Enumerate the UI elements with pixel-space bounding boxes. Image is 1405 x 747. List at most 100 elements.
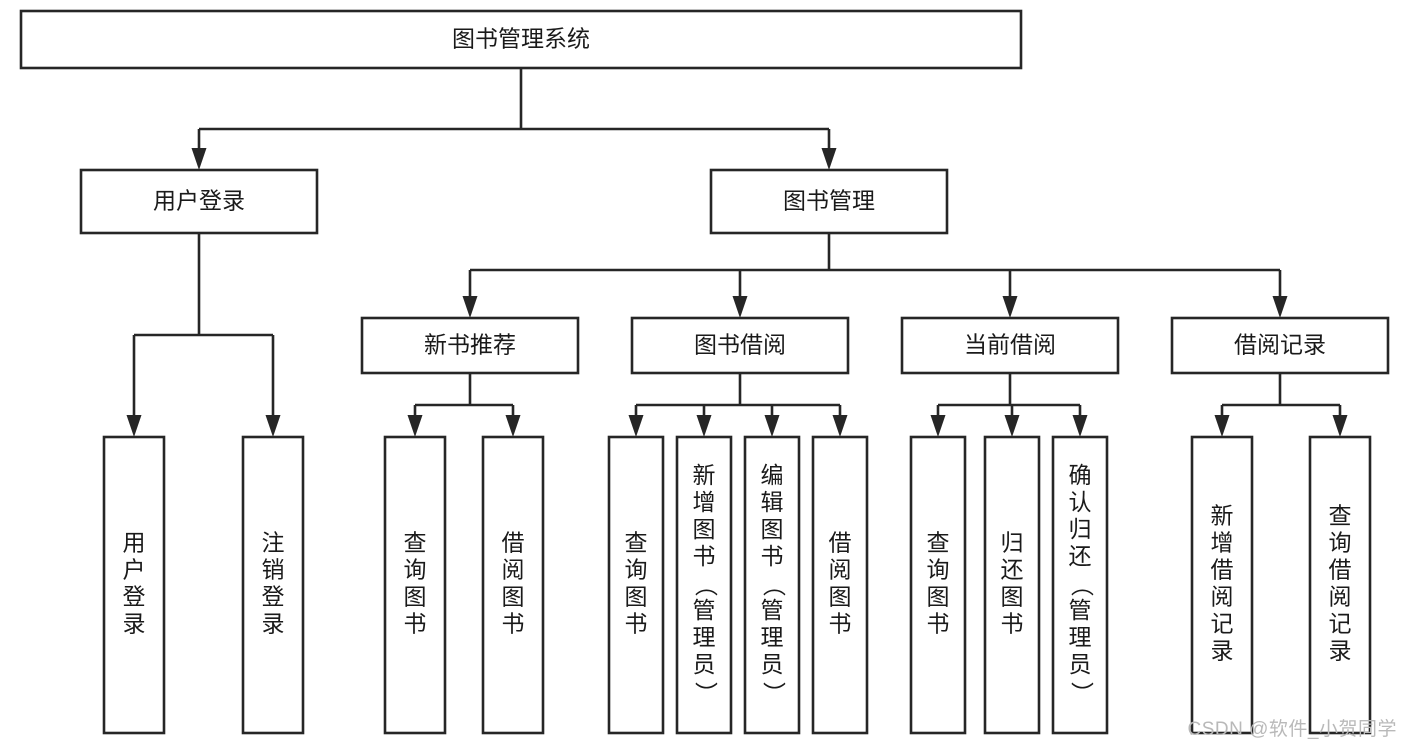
node-box-leaf-2[interactable]: [241, 435, 305, 735]
node-box-login[interactable]: [79, 168, 319, 235]
leaf-char: 员: [1069, 651, 1092, 677]
leaf-char: 理: [693, 624, 716, 650]
node-root[interactable]: 图书管理系统: [19, 9, 1023, 70]
leaf-char: 增: [693, 489, 716, 515]
leaf-char: 查: [927, 530, 950, 556]
node-box-leaf-4[interactable]: [481, 435, 545, 735]
node-box-leaf-8[interactable]: [811, 435, 869, 735]
node-layer: 图书管理系统用户登录图书管理新书推荐图书借阅当前借阅借阅记录用户登录注销登录查询…: [19, 9, 1390, 735]
arrow-head-leaf-9: [930, 415, 946, 437]
leaf-char: ）: [693, 682, 719, 705]
arrow-head-leaf-12: [1214, 415, 1230, 437]
node-box-leaf-11[interactable]: [1051, 435, 1109, 735]
leaf-char: 理: [1069, 624, 1092, 650]
node-label-current: 当前借阅: [964, 332, 1056, 358]
leaf-char: 图: [693, 516, 716, 542]
leaf-char: 书: [404, 611, 427, 637]
leaf-char: ）: [761, 682, 787, 705]
node-login[interactable]: 用户登录: [79, 168, 319, 235]
node-box-leaf-13[interactable]: [1308, 435, 1372, 735]
leaf-char: 图: [502, 584, 525, 610]
arrow-head-leaf-13: [1332, 415, 1348, 437]
edge-group-login: [126, 233, 281, 437]
node-box-leaf-3[interactable]: [383, 435, 447, 735]
leaf-char: 销: [262, 557, 285, 583]
node-box-root[interactable]: [19, 9, 1023, 70]
leaf-char: 认: [1069, 489, 1092, 515]
leaf-char: 图: [927, 584, 950, 610]
node-borrow[interactable]: 图书借阅: [630, 316, 850, 375]
edge-group-current: [930, 373, 1088, 437]
edge-group-root: [191, 68, 837, 170]
arrow-head-leaf-5: [628, 415, 644, 437]
node-box-bookmgmt[interactable]: [709, 168, 949, 235]
node-box-records[interactable]: [1170, 316, 1390, 375]
node-box-current[interactable]: [900, 316, 1120, 375]
node-box-leaf-9[interactable]: [909, 435, 967, 735]
node-box-leaf-5[interactable]: [607, 435, 665, 735]
leaf-char: 理: [761, 624, 784, 650]
leaf-char: 询: [927, 557, 950, 583]
node-newbook[interactable]: 新书推荐: [360, 316, 580, 375]
leaf-char: 管: [693, 597, 716, 623]
leaf-char: 图: [829, 584, 852, 610]
node-records[interactable]: 借阅记录: [1170, 316, 1390, 375]
edge-group-borrow: [628, 373, 848, 437]
node-box-borrow[interactable]: [630, 316, 850, 375]
leaf-char: 还: [1069, 543, 1092, 569]
leaf-char: 询: [1329, 530, 1352, 556]
node-label-records: 借阅记录: [1234, 332, 1326, 358]
node-label-login: 用户登录: [153, 188, 245, 214]
node-leaf-1[interactable]: 用户登录: [102, 435, 166, 735]
arrow-head-records: [1272, 296, 1288, 318]
node-bookmgmt[interactable]: 图书管理: [709, 168, 949, 235]
leaf-char: 询: [404, 557, 427, 583]
leaf-char: 图: [1001, 584, 1024, 610]
leaf-char: 查: [625, 530, 648, 556]
arrow-head-newbook: [462, 296, 478, 318]
leaf-char: 借: [502, 530, 525, 556]
leaf-char: （: [1069, 574, 1095, 597]
leaf-char: 借: [1329, 557, 1352, 583]
arrow-head-leaf-3: [407, 415, 423, 437]
leaf-char: 书: [502, 611, 525, 637]
leaf-char: 员: [693, 651, 716, 677]
node-box-leaf-6[interactable]: [675, 435, 733, 735]
arrow-head-borrow: [732, 296, 748, 318]
node-box-leaf-10[interactable]: [983, 435, 1041, 735]
edge-group-records: [1214, 373, 1348, 437]
node-box-newbook[interactable]: [360, 316, 580, 375]
leaf-char: 图: [761, 516, 784, 542]
node-current[interactable]: 当前借阅: [900, 316, 1120, 375]
leaf-char: 记: [1329, 611, 1352, 637]
leaf-char: 录: [1211, 638, 1234, 664]
node-label-leaf-1: 用户登录: [123, 530, 146, 637]
leaf-char: 借: [1211, 557, 1234, 583]
node-box-leaf-1[interactable]: [102, 435, 166, 735]
leaf-char: 登: [262, 584, 285, 610]
node-box-leaf-12[interactable]: [1190, 435, 1254, 735]
arrow-head-leaf-4: [505, 415, 521, 437]
node-box-leaf-7[interactable]: [743, 435, 801, 735]
leaf-char: 阅: [502, 557, 525, 583]
